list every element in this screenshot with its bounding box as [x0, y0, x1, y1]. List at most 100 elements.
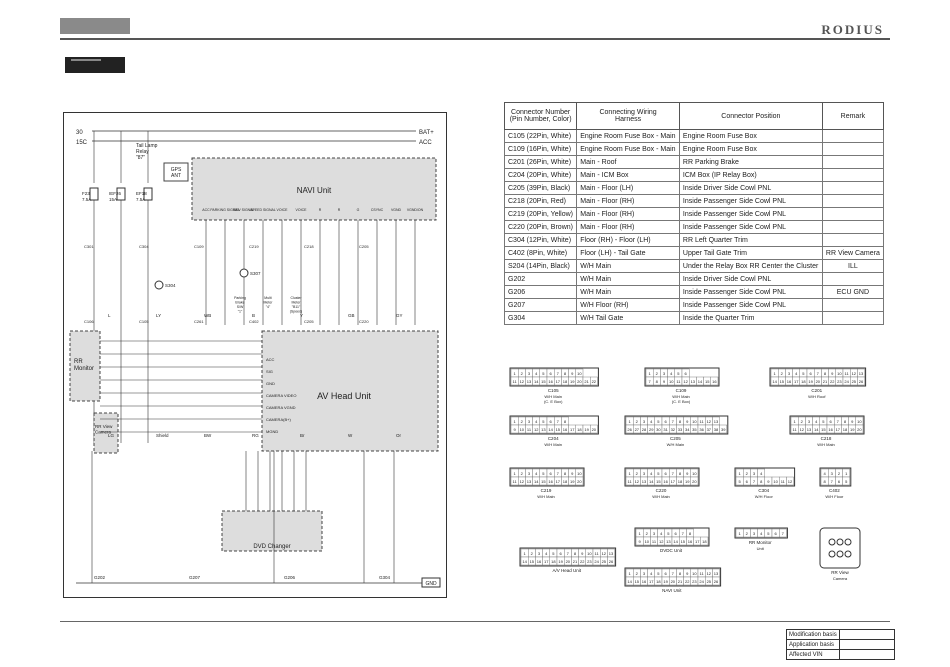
- component-label: "1": [238, 310, 243, 314]
- navi-pin-label: R: [319, 208, 322, 212]
- pin-number: 3: [653, 531, 656, 536]
- pin-number: 19: [558, 559, 563, 564]
- connector-table-header: Connector Number(Pin Number, Color)Conne…: [503, 102, 885, 130]
- pin-number: 11: [793, 427, 798, 432]
- pin-cell: [607, 556, 615, 566]
- pin-number: 39: [721, 427, 726, 432]
- supply-label: 15C: [76, 140, 88, 146]
- pin-cell: [786, 476, 794, 486]
- header-rule: [60, 38, 890, 40]
- pin-number: 18: [563, 479, 568, 484]
- pin-number: 18: [551, 559, 556, 564]
- pin-number: 7: [557, 419, 560, 424]
- pin-number: 2: [636, 419, 639, 424]
- av-pin-label: ACC: [266, 357, 275, 362]
- pin-number: 11: [595, 551, 600, 556]
- pin-number: 8: [679, 419, 682, 424]
- pin-number: 21: [678, 579, 683, 584]
- table-cell: Main - Floor (RH): [576, 207, 680, 221]
- pin-number: 5: [657, 419, 660, 424]
- table-cell: RR Parking Brake: [678, 155, 823, 169]
- wire-color-label: WB: [204, 313, 211, 318]
- navi-pin-label: CSYNC: [371, 208, 384, 212]
- pin-number: 4: [760, 531, 763, 536]
- pin-number: 6: [549, 419, 552, 424]
- tail-lamp-label: "87": [136, 155, 145, 161]
- gps-ant-label: GPS: [171, 167, 182, 173]
- pinout-sub: W/H Floor: [755, 494, 774, 499]
- pin-number: 7: [682, 531, 685, 536]
- pin-number: 17: [649, 579, 654, 584]
- component-label: Meter: [292, 301, 302, 305]
- pinout-sub: W/H Main: [817, 442, 835, 447]
- pin-number: 11: [781, 479, 786, 484]
- pin-number: 9: [686, 419, 689, 424]
- pin-number: 29: [649, 427, 654, 432]
- table-cell: C220 (20Pin, Brown): [503, 220, 578, 234]
- pin-number: 4: [660, 531, 663, 536]
- pin-number: 16: [642, 579, 647, 584]
- pin-number: 9: [571, 371, 574, 376]
- pin-number: 11: [513, 479, 518, 484]
- pinout-name: C105: [548, 388, 559, 393]
- pin-number: 4: [650, 419, 653, 424]
- table-cell: ILL: [821, 259, 885, 273]
- pin-number: 3: [753, 531, 756, 536]
- pin-number: 13: [527, 379, 532, 384]
- pin-number: 7: [567, 551, 570, 556]
- table-cell: Main - ICM Box: [576, 168, 680, 182]
- pin-number: 9: [851, 419, 854, 424]
- table-cell: Main - Floor (LH): [576, 181, 680, 195]
- pin-number: 14: [673, 539, 678, 544]
- pin-number: 6: [684, 371, 687, 376]
- pin-number: 15: [530, 559, 535, 564]
- fuse-id: IEF26: [109, 191, 122, 196]
- pinout-name: C219: [541, 488, 552, 493]
- pin-number: 15: [635, 579, 640, 584]
- av-pin-label: MGND: [266, 429, 278, 434]
- table-cell: RR Left Quarter Trim: [678, 233, 823, 247]
- table-row: C220 (20Pin, Brown)Main - Floor (RH)Insi…: [503, 220, 885, 234]
- camera-connector-shell: [819, 527, 861, 569]
- pin-number: 23: [587, 559, 592, 564]
- pin-number: 1: [773, 371, 776, 376]
- table-cell: W/H Main: [576, 285, 680, 299]
- pin-number: 6: [809, 371, 812, 376]
- pin-number: 8: [823, 479, 826, 484]
- pin-number: 1: [628, 419, 631, 424]
- table-cell: Inside the Quarter Trim: [678, 311, 823, 325]
- pin-number: 5: [542, 371, 545, 376]
- pin-number: 17: [695, 539, 700, 544]
- pin-number: 1: [628, 471, 631, 476]
- pin-number: 18: [656, 579, 661, 584]
- connector-label: C261: [194, 319, 204, 324]
- pin-number: 8: [564, 371, 567, 376]
- pin-number: 14: [534, 479, 539, 484]
- table-cell: Engine Room Fuse Box: [678, 142, 823, 156]
- table-cell: Main - Floor (RH): [576, 220, 680, 234]
- pin-number: 14: [698, 379, 703, 384]
- modification-value: [838, 639, 895, 650]
- navi-pin-label: ACC: [202, 208, 210, 212]
- table-cell: [821, 272, 885, 286]
- pin-number: 8: [689, 531, 692, 536]
- component-label: Brake: [235, 301, 244, 305]
- pin-number: 6: [559, 551, 562, 556]
- pin-number: 22: [580, 559, 585, 564]
- pin-number: 4: [795, 371, 798, 376]
- table-cell: [821, 220, 885, 234]
- camera-pin: [836, 550, 844, 558]
- table-cell: [821, 168, 885, 182]
- pin-number: 9: [663, 379, 666, 384]
- pin-number: 17: [570, 427, 575, 432]
- pin-number: 4: [535, 471, 538, 476]
- table-cell: C204 (20Pin, White): [503, 168, 578, 182]
- av-pin-label: GND: [266, 381, 275, 386]
- table-row: C218 (20Pin, Red)Main - Floor (RH)Inside…: [503, 194, 885, 208]
- pin-number: 7: [672, 571, 675, 576]
- camera-pin: [844, 538, 852, 546]
- connector-label: C109: [194, 244, 204, 249]
- table-cell: Upper Tail Gate Trim: [678, 246, 823, 260]
